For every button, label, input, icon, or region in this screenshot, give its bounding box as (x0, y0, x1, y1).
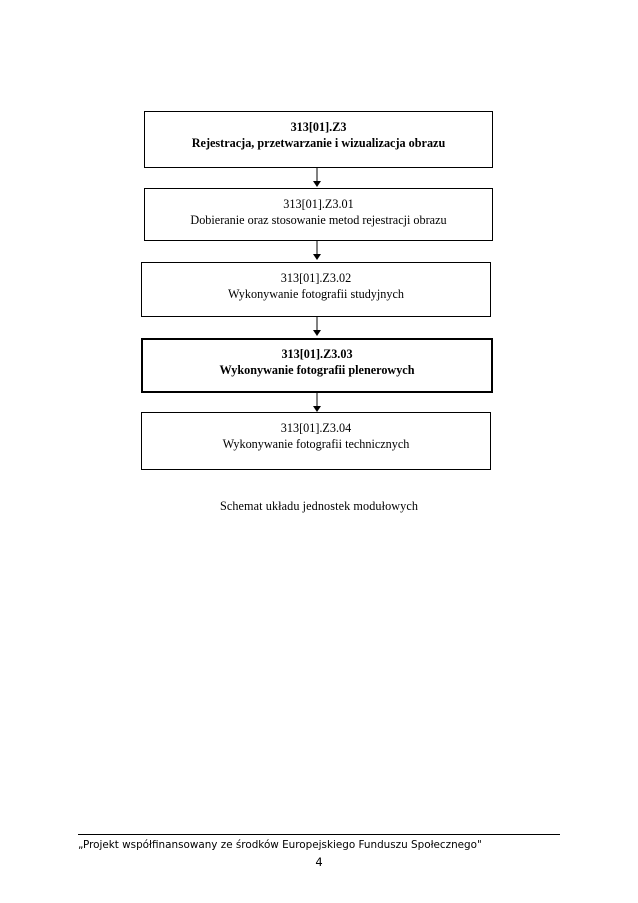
connector-line (316, 393, 318, 407)
footer-funding-note: „Projekt współfinansowany ze środków Eur… (78, 839, 482, 851)
diagram-node-z3-02: 313[01].Z3.02 Wykonywanie fotografii stu… (141, 262, 491, 317)
diagram-node-code: 313[01].Z3 (290, 120, 347, 134)
page-number: 4 (315, 855, 323, 869)
diagram-node-title: Wykonywanie fotografii technicznych (222, 437, 410, 452)
diagram-node-title: Wykonywanie fotografii plenerowych (219, 363, 415, 378)
connector-arrow-2 (141, 241, 493, 262)
connector-arrow-4 (141, 393, 493, 412)
diagram-node-code: 313[01].Z3.04 (280, 421, 352, 435)
diagram-node-z3-03-highlighted: 313[01].Z3.03 Wykonywanie fotografii ple… (141, 338, 493, 393)
diagram-caption: Schemat układu jednostek modułowych (219, 499, 419, 513)
diagram-node-title: Wykonywanie fotografii studyjnych (228, 287, 404, 302)
diagram-node-code: 313[01].Z3.02 (280, 271, 352, 285)
diagram-node-title: Rejestracja, przetwarzanie i wizualizacj… (191, 136, 446, 151)
down-arrow-icon (313, 254, 321, 260)
down-arrow-icon (313, 330, 321, 336)
connector-line (316, 168, 318, 182)
down-arrow-icon (313, 406, 321, 412)
connector-arrow-1 (141, 168, 493, 188)
down-arrow-icon (313, 181, 321, 187)
module-units-flow-diagram: 313[01].Z3 Rejestracja, przetwarzanie i … (141, 111, 493, 470)
connector-line (316, 241, 318, 255)
diagram-node-z3-01: 313[01].Z3.01 Dobieranie oraz stosowanie… (144, 188, 493, 241)
footer-divider (78, 834, 560, 835)
diagram-node-z3: 313[01].Z3 Rejestracja, przetwarzanie i … (144, 111, 493, 168)
connector-line (316, 317, 318, 331)
diagram-node-code: 313[01].Z3.01 (283, 197, 354, 211)
diagram-node-code: 313[01].Z3.03 (281, 347, 353, 361)
diagram-node-z3-04: 313[01].Z3.04 Wykonywanie fotografii tec… (141, 412, 491, 470)
connector-arrow-3 (141, 317, 493, 338)
diagram-node-title: Dobieranie oraz stosowanie metod rejestr… (190, 213, 447, 228)
